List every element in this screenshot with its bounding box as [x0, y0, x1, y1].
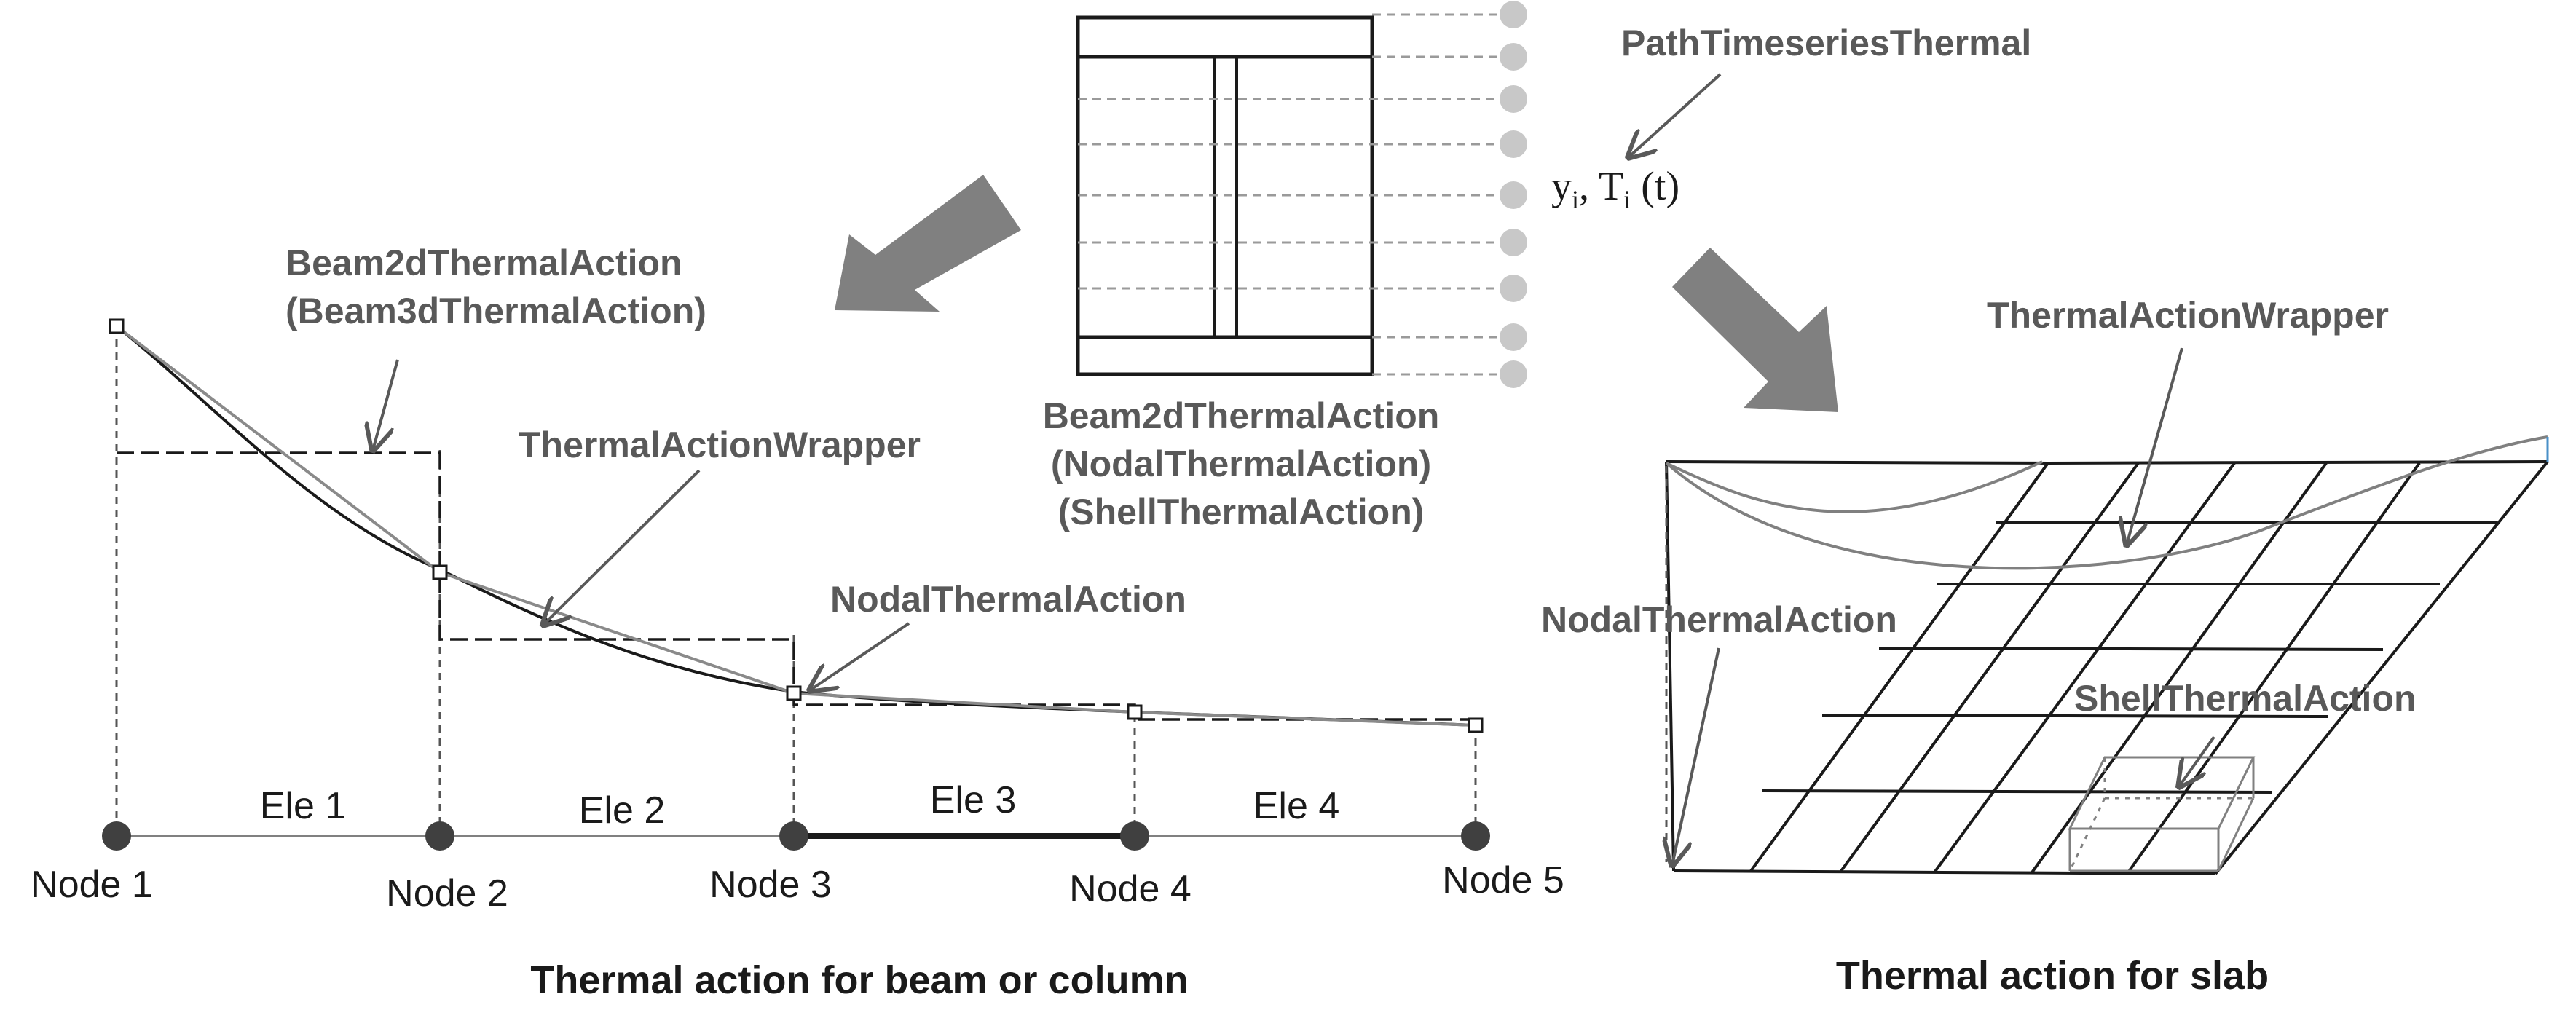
node-label: Node 2 [386, 872, 508, 915]
fibre-dot [1500, 360, 1527, 388]
slab-nodal-label: NodalThermalAction [1541, 599, 1897, 640]
slab-diagram [1665, 435, 2549, 875]
section-action-label-1: Beam2dThermalAction [1043, 395, 1440, 436]
slab-wrapper-label: ThermalActionWrapper [1987, 295, 2389, 336]
slab-edge-curve [1666, 460, 2043, 513]
section-action-label-3: (ShellThermalAction) [1058, 492, 1425, 532]
slab-grid [1665, 460, 2549, 875]
node-dot [102, 821, 131, 851]
node-dot [779, 821, 808, 851]
path-timeseries-arrow [1628, 73, 1722, 157]
node-label: Node 1 [31, 864, 153, 906]
beam-wrapper-arrow [543, 469, 701, 625]
node-dot [1461, 821, 1490, 851]
node-dots [102, 821, 1490, 851]
beam-caption: Thermal action for beam or column [530, 958, 1188, 1002]
fibre-dot [1500, 43, 1527, 71]
beam-nodal-label: NodalThermalAction [830, 579, 1186, 620]
node-label: Node 3 [709, 864, 832, 906]
section-fibres [1078, 13, 1513, 376]
shell-element-box [2068, 756, 2256, 872]
fibre-dot [1500, 229, 1527, 256]
web [1213, 55, 1238, 339]
beam-action-label-1: Beam2dThermalAction [285, 242, 682, 283]
fibre-formula: yi, Ti (t) [1551, 164, 1679, 214]
node-label: Node 5 [1442, 859, 1564, 901]
beam-action-arrow [373, 359, 399, 450]
fibre-dot [1500, 85, 1527, 113]
section-action-label-2: (NodalThermalAction) [1051, 443, 1431, 484]
big-arrow-right [1672, 248, 1838, 412]
fibre-dot [1500, 1, 1527, 28]
top-flange [1076, 15, 1374, 59]
element-label: Ele 2 [579, 789, 666, 832]
path-timeseries-label: PathTimeseriesThermal [1621, 23, 2031, 63]
element-label: Ele 3 [930, 779, 1017, 821]
slab-nodal-arrow [1672, 647, 1720, 865]
bottom-flange [1076, 335, 1374, 376]
slab-shell-label: ShellThermalAction [2074, 678, 2417, 719]
fibre-dot [1500, 181, 1527, 209]
node-label: Node 4 [1069, 868, 1192, 910]
fibre-dot [1500, 275, 1527, 302]
slab-wrapper-arrow [2127, 347, 2183, 545]
fibre-dot [1500, 323, 1527, 351]
beam-nodal-arrow [810, 622, 910, 690]
node-dot [1120, 821, 1149, 851]
slab-caption: Thermal action for slab [1836, 954, 2269, 998]
beam-action-label-2: (Beam3dThermalAction) [285, 291, 706, 331]
element-label: Ele 4 [1253, 785, 1340, 827]
big-arrow-left [835, 175, 1021, 312]
node-dot [425, 821, 454, 851]
beam-diagram [102, 318, 1490, 851]
element-average-profile [117, 451, 1476, 721]
fibre-dot [1500, 130, 1527, 158]
beam-wrapper-label: ThermalActionWrapper [519, 425, 921, 465]
slab-shell-arrow [2179, 735, 2215, 786]
slab-diagonal-curve [1665, 435, 2548, 570]
curve-node-markers [109, 318, 1484, 733]
element-label: Ele 1 [260, 785, 347, 827]
fibre-dots [1500, 1, 1527, 388]
shell-element-hidden [2068, 757, 2253, 872]
